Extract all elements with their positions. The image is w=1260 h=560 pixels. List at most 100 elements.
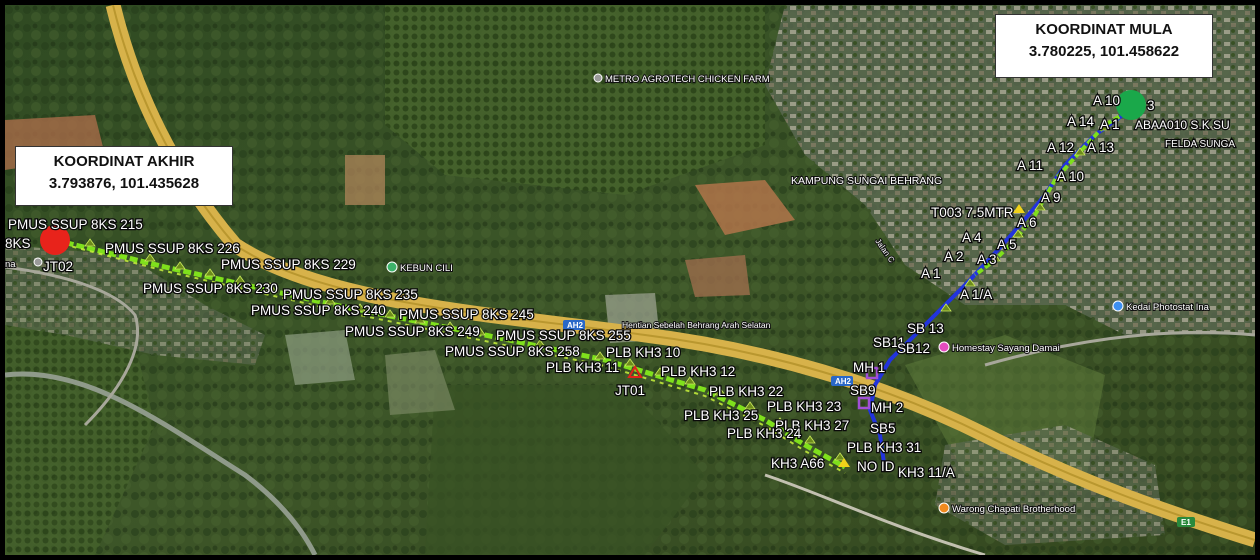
place-label: Kedai Photostat Ina [1126, 302, 1210, 313]
route-label: SB9 [850, 383, 876, 398]
start-coordinate-box: KOORDINAT MULA 3.780225, 101.458622 [995, 14, 1213, 78]
route-label: PMUS SSUP 8KS 240 [251, 303, 386, 318]
route-label: A 13 [1087, 140, 1114, 155]
start-coordinate-title: KOORDINAT MULA [1035, 21, 1173, 38]
clearing [685, 255, 750, 297]
route-label: A 6 [1017, 215, 1037, 230]
route-label: PMUS SSUP 8KS 215 [8, 217, 143, 232]
route-label: 3 [1147, 98, 1155, 113]
route-label: PMUS SSUP 8KS 249 [345, 324, 480, 339]
route-label: PMUS SSUP 8KS 230 [143, 281, 278, 296]
route-label: A 9 [1041, 190, 1061, 205]
route-label: SB12 [897, 341, 930, 356]
route-label: A 3 [977, 252, 997, 267]
route-label: NO ID [857, 459, 895, 474]
clearing [385, 350, 455, 415]
route-label: PMUS SSUP 8KS 258 [445, 344, 580, 359]
place-label: METRO AGROTECH CHICKEN FARM [605, 74, 770, 85]
route-label: A 10 [1057, 169, 1084, 184]
route-label: PMUS SSUP 8KS 235 [283, 287, 418, 302]
route-label: PLB KH3 27 [775, 418, 849, 433]
plantation-patch [425, 385, 705, 555]
place-label: KAMPUNG SUNGAI BEHRANG [791, 175, 942, 187]
route-label: JT02 [43, 259, 73, 274]
expressway-branch [5, 371, 318, 555]
place-label: na [5, 259, 16, 270]
poi-pin-icon [938, 341, 950, 353]
route-label: ABAA010 S.K SU [1135, 118, 1230, 132]
svg-text:AH2: AH2 [567, 321, 584, 330]
route-label: A 1 [921, 266, 941, 281]
residential-area [5, 245, 265, 365]
route-label: A 4 [962, 230, 982, 245]
clearing [285, 330, 355, 385]
route-label: A 1 [1100, 117, 1120, 132]
poi-pin-icon [33, 257, 43, 267]
route-label: JT01 [615, 383, 645, 398]
route-label: SB 13 [907, 321, 944, 336]
satellite-map[interactable]: AH2 AH2 E1 METRO AGROTECH CHICKEN FARM K… [5, 5, 1255, 555]
route-label: PMUS SSUP 8KS 229 [221, 257, 356, 272]
residential-area [765, 5, 1255, 335]
route-label: PLB KH3 23 [767, 399, 841, 414]
route-label: A 1/A [960, 287, 992, 302]
clearing [695, 180, 795, 235]
route-labels: PMUS SSUP 8KS 215 8KS JT02 PMUS SSUP 8KS… [5, 92, 1237, 482]
route-label: PLB KH3 22 [709, 384, 783, 399]
end-point-marker[interactable] [40, 225, 70, 255]
place-label: KEBUN CILI [400, 263, 453, 274]
route-label: T003 7.5MTR [931, 205, 1014, 220]
yellow-pole-marker [838, 458, 850, 467]
place-label: Homestay Sayang Damai [952, 343, 1060, 354]
route-label: A 14 [1067, 114, 1095, 129]
route-label: PMUS SSUP 8KS 245 [399, 307, 534, 322]
road-shield-e1: E1 [1177, 517, 1195, 527]
route-label: A 11 [1017, 158, 1043, 173]
start-coordinate-value: 3.780225, 101.458622 [1028, 43, 1180, 60]
poi-pin-icon [593, 73, 603, 83]
local-road [764, 473, 986, 555]
route-label: A 10 [1093, 93, 1120, 108]
route-label: PLB KH3 12 [661, 364, 735, 379]
route-label: SB5 [870, 421, 896, 436]
route-label: FELDA SUNGA [1165, 139, 1235, 150]
route-blue-segment [867, 110, 1129, 471]
route-green-main-shadow [54, 241, 846, 474]
route-label: A 5 [997, 237, 1017, 252]
start-point-marker[interactable] [1116, 90, 1146, 120]
route-label: PLB KH3 24 [727, 426, 802, 441]
svg-text:E1: E1 [1181, 518, 1191, 527]
route-label: PMUS SSUP 8KS 226 [105, 241, 240, 256]
road-shield-ah2: AH2 [831, 376, 853, 386]
jt01-marker [627, 365, 643, 378]
svg-text:AH2: AH2 [835, 377, 852, 386]
road-shield-ah2: AH2 [563, 320, 585, 330]
route-label: PMUS SSUP 8KS 255 [496, 328, 631, 343]
clearing [345, 155, 385, 205]
end-coordinate-box: KOORDINAT AKHIR 3.793876, 101.435628 [15, 146, 233, 206]
plantation-patch [385, 5, 765, 195]
route-label: PLB KH3 11 [546, 360, 619, 375]
yellow-pole-marker [1013, 204, 1025, 213]
local-road [5, 265, 140, 427]
route-label: KH3 11/A [898, 465, 955, 480]
poi-pin-icon [386, 261, 398, 273]
local-road [984, 330, 1255, 367]
route-label: PLB KH3 25 [684, 408, 758, 423]
route-label: PLB KH3 10 [606, 345, 680, 360]
route-label: KH3 A66 [771, 456, 824, 471]
route-label: 8KS [5, 236, 31, 251]
mh2-marker [857, 396, 871, 410]
route-label: A 2 [944, 249, 964, 264]
end-coordinate-value: 3.793876, 101.435628 [48, 175, 200, 192]
end-coordinate-title: KOORDINAT AKHIR [53, 153, 195, 170]
route-label: MH 1 [853, 360, 885, 375]
plantation-patch [5, 305, 155, 555]
mh1-marker [865, 366, 879, 380]
route-label: SB11 [873, 335, 905, 350]
residential-area [935, 425, 1165, 545]
route-green-main [54, 237, 847, 470]
poi-pin-icon [1112, 300, 1124, 312]
place-label: Warong Chapati Brotherhood [952, 504, 1075, 515]
